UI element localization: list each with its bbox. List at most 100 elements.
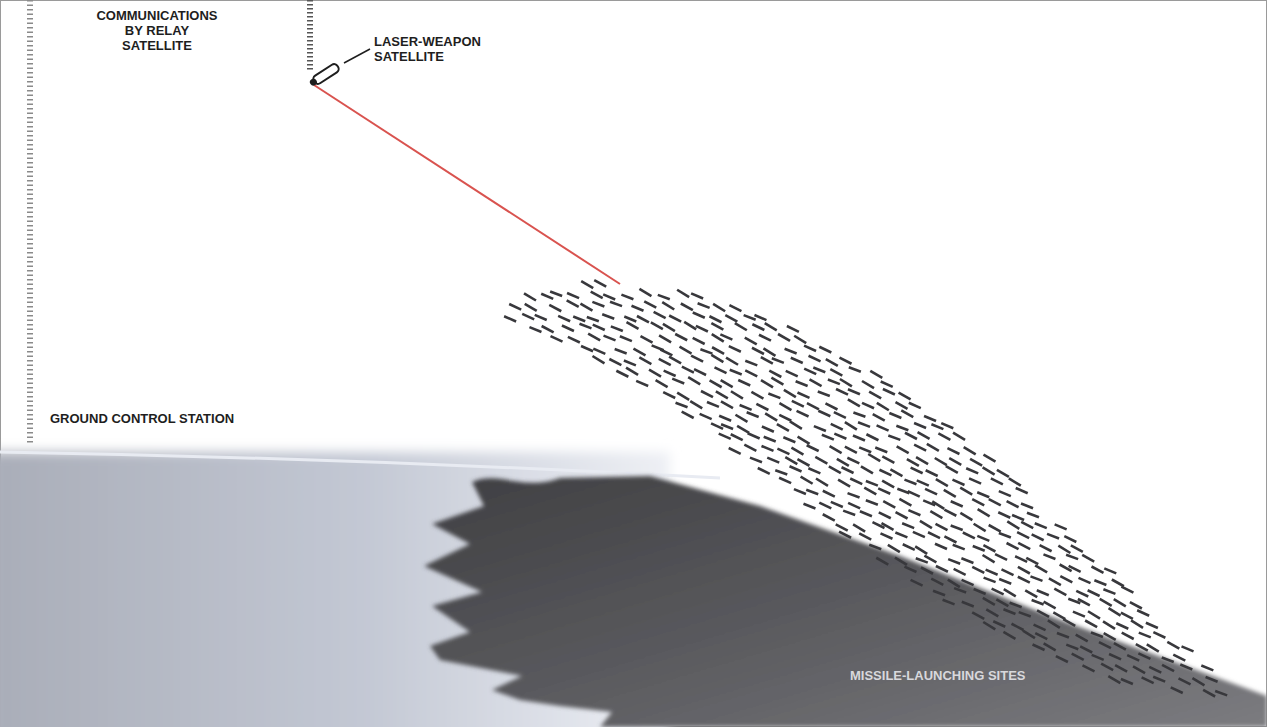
missile-mark — [918, 432, 930, 439]
missile-mark — [954, 588, 966, 592]
missile-mark — [522, 314, 534, 320]
missile-mark — [786, 371, 798, 377]
missile-mark — [1179, 678, 1191, 684]
missile-mark — [913, 532, 925, 537]
missile-mark — [1069, 566, 1081, 572]
missile-mark — [879, 470, 891, 476]
missile-mark — [664, 371, 676, 376]
missile-mark — [938, 433, 950, 439]
missile-mark — [1044, 602, 1056, 609]
missile-mark — [745, 338, 757, 345]
missile-mark — [954, 569, 966, 575]
missile-mark — [509, 304, 521, 310]
missile-mark — [983, 598, 995, 605]
missile-mark — [1012, 624, 1024, 630]
missile-mark — [729, 346, 741, 352]
missile-mark — [1007, 543, 1019, 549]
missile-mark — [989, 499, 1001, 505]
missile-mark — [949, 458, 961, 465]
missile-mark — [626, 368, 638, 375]
missile-mark — [1037, 590, 1049, 595]
missile-mark — [602, 314, 614, 318]
missile-mark — [819, 503, 831, 509]
missile-mark — [1076, 591, 1088, 597]
missile-mark — [953, 433, 965, 440]
missile-mark — [831, 424, 843, 430]
missile-mark — [676, 403, 688, 408]
missile-mark — [1109, 654, 1121, 659]
missile-mark — [836, 389, 848, 395]
missile-mark — [731, 434, 743, 440]
sites-label: MISSILE-LAUNCHING SITES — [850, 668, 1130, 683]
missile-mark — [1171, 687, 1183, 693]
comm-link — [307, 0, 313, 72]
missile-mark — [1010, 603, 1022, 607]
missile-mark — [1127, 655, 1139, 661]
missile-mark — [579, 324, 591, 329]
comm-link — [27, 0, 33, 444]
missile-mark — [803, 504, 815, 509]
missile-mark — [761, 446, 773, 451]
missile-mark — [1091, 632, 1103, 637]
missile-mark — [694, 369, 706, 375]
missile-mark — [621, 295, 633, 300]
missile-mark — [1142, 677, 1154, 683]
missile-mark — [738, 380, 750, 385]
missile-mark — [848, 503, 860, 509]
missile-mark — [907, 459, 919, 466]
missile-mark — [932, 501, 944, 508]
missile-mark — [999, 491, 1011, 496]
missile-mark — [1032, 534, 1044, 540]
missile-mark — [849, 367, 861, 371]
missile-mark — [999, 579, 1011, 584]
missile-mark — [1032, 600, 1044, 605]
missile-mark — [983, 467, 995, 474]
missile-mark — [850, 478, 862, 484]
missile-mark — [810, 379, 822, 386]
missile-mark — [866, 500, 878, 504]
missile-mark — [1173, 655, 1185, 661]
missile-mark — [593, 349, 605, 354]
missile-mark — [573, 317, 585, 322]
missile-mark — [1071, 545, 1083, 551]
missile-mark — [995, 554, 1007, 560]
missile-mark — [750, 458, 762, 463]
missile-mark — [873, 414, 885, 421]
missile-mark — [1137, 610, 1149, 615]
missile-mark — [529, 327, 541, 332]
missile-mark — [797, 393, 809, 398]
missile-mark — [1201, 666, 1213, 671]
missile-mark — [796, 381, 808, 386]
missile-mark — [883, 389, 895, 395]
missile-mark — [996, 599, 1008, 606]
missile-mark — [838, 480, 850, 487]
missile-mark — [794, 336, 806, 343]
missile-mark — [1100, 599, 1112, 606]
missile-mark — [876, 558, 888, 565]
missile-mark — [1033, 644, 1045, 650]
missile-mark — [719, 416, 731, 421]
missile-mark — [1073, 612, 1085, 617]
missile-mark — [1015, 556, 1027, 562]
missile-mark — [828, 380, 840, 385]
missile-mark — [914, 445, 926, 451]
missile-mark — [1088, 611, 1100, 618]
missile-mark — [804, 369, 816, 374]
missile-mark — [725, 315, 737, 321]
missile-mark — [735, 415, 747, 422]
missile-mark — [719, 434, 731, 439]
missile-mark — [848, 399, 860, 406]
missile-mark — [860, 511, 872, 516]
missile-mark — [1035, 523, 1047, 528]
missile-mark — [966, 468, 978, 473]
missile-mark — [681, 304, 693, 311]
missile-mark — [1203, 690, 1215, 697]
missile-mark — [762, 426, 774, 431]
missile-mark — [859, 533, 871, 539]
missile-mark — [899, 499, 911, 506]
satellite-label: LASER-WEAPON SATELLITE — [374, 34, 494, 64]
missile-mark — [992, 589, 1004, 595]
missile-mark — [1063, 619, 1075, 626]
missile-mark — [1023, 631, 1035, 638]
